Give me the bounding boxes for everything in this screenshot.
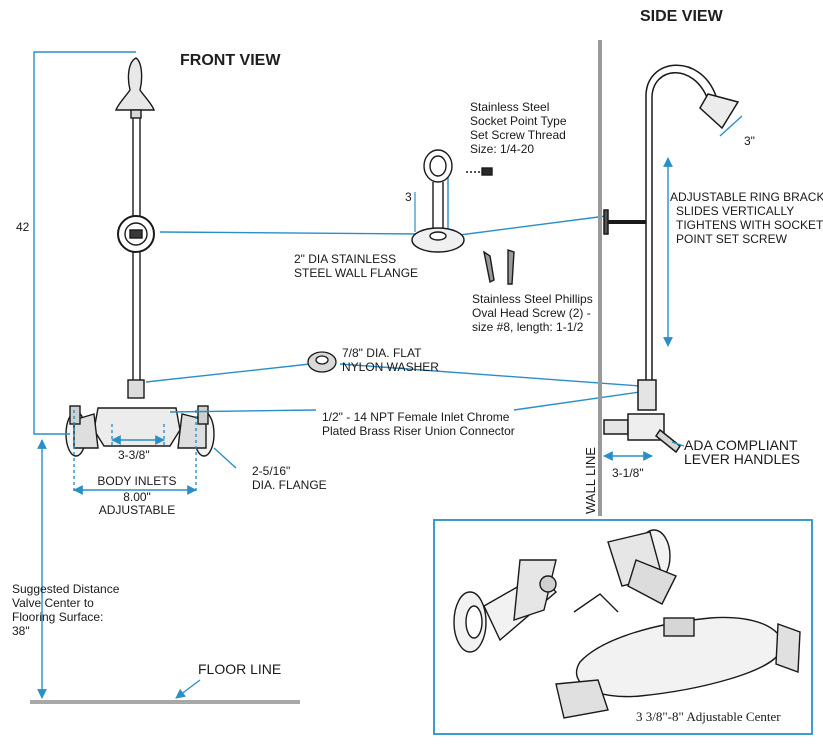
suggested-line-1: Suggested Distance (12, 582, 120, 596)
wall-offset-label: 3-1/8" (612, 466, 644, 480)
ada-line-2: LEVER HANDLES (684, 451, 800, 467)
washer-line-2: NYLON WASHER (342, 360, 439, 374)
ada-handles-callout: ADA COMPLIANT LEVER HANDLES (684, 438, 800, 466)
overall-height-label: 42 (16, 220, 30, 234)
flange-size-line2: DIA. FLANGE (252, 478, 327, 492)
adjustable-label: ADJUSTABLE (98, 503, 176, 517)
front-view-drawing (65, 57, 215, 457)
set-screw-line-3: Set Screw Thread (470, 128, 566, 142)
phillips-screw-icons (482, 249, 515, 285)
ring-bracket-line-3: TIGHTENS WITH SOCKET (676, 218, 823, 232)
union-connector-callout: 1/2" - 14 NPT Female Inlet Chrome Plated… (322, 410, 515, 438)
showerhead-size-label: 3" (744, 134, 755, 148)
suggested-distance-callout: Suggested Distance Valve Center to Floor… (12, 582, 119, 638)
set-screw-callout: Stainless Steel Socket Point Type Set Sc… (470, 100, 567, 156)
ada-line-1: ADA COMPLIANT (684, 437, 798, 453)
suggested-line-3: Flooring Surface: (12, 610, 104, 624)
phillips-line-3: size #8, length: 1-1/2 (472, 320, 584, 334)
callout-lines (145, 176, 641, 413)
phillips-line-1: Stainless Steel Phillips (472, 292, 593, 306)
side-showerhead-icon (699, 93, 740, 130)
set-screw-line-4: Size: 1/4-20 (470, 142, 535, 156)
inset-left-lever-icon (513, 559, 557, 622)
set-screw-line-2: Socket Point Type (470, 114, 567, 128)
side-lever-handle-icon (654, 428, 682, 454)
inset-caption: 3 3/8"-8" Adjustable Center (636, 709, 781, 724)
ring-bracket-callout: ADJUSTABLE RING BRACKET SLIDES VERTICALL… (670, 190, 823, 246)
suggested-line-4: 38" (12, 624, 30, 638)
side-dimensions (603, 115, 743, 461)
wall-flange-line-1: 2" DIA STAINLESS (294, 252, 397, 266)
inset-illustration (453, 529, 801, 719)
front-view-header: FRONT VIEW (180, 52, 281, 69)
ring-bracket-line-2: SLIDES VERTICALLY (676, 204, 795, 218)
suggested-line-2: Valve Center to (12, 596, 94, 610)
union-line-2: Plated Brass Riser Union Connector (322, 424, 515, 438)
side-view-drawing (603, 64, 740, 454)
wall-line-label: WALL LINE (583, 447, 598, 514)
inset-right-lever-icon (627, 559, 677, 605)
ring-bracket-part (411, 149, 493, 253)
nylon-washer-icon (307, 351, 337, 373)
set-screw-icon (481, 167, 493, 176)
union-line-1: 1/2" - 14 NPT Female Inlet Chrome (322, 410, 510, 424)
body-inlets-range-label: 8.00" (123, 490, 151, 504)
wall-flange-line-2: STEEL WALL FLANGE (294, 266, 419, 280)
bracket-standoff-label: 3 (405, 190, 412, 204)
floor-line-label: FLOOR LINE (198, 661, 282, 677)
body-inlets-label: BODY INLETS (97, 474, 177, 488)
phillips-line-2: Oval Head Screw (2) - (472, 306, 591, 320)
flange-size-label: 2-5/16" DIA. FLANGE (252, 464, 327, 492)
phillips-screw-callout: Stainless Steel Phillips Oval Head Screw… (472, 292, 593, 334)
front-showerhead-icon (115, 57, 155, 111)
flange-size-line1: 2-5/16" (252, 464, 291, 478)
ring-bracket-line-4: POINT SET SCREW (676, 232, 787, 246)
set-screw-line-1: Stainless Steel (470, 100, 550, 114)
ring-bracket-line-1: ADJUSTABLE RING BRACKET (670, 190, 823, 204)
inlet-spacing-label: 3-3/8" (118, 448, 150, 462)
washer-callout: 7/8" DIA. FLAT NYLON WASHER (342, 346, 439, 374)
washer-line-1: 7/8" DIA. FLAT (342, 346, 422, 360)
front-dimensions (33, 51, 237, 699)
side-view-header: SIDE VIEW (640, 8, 723, 25)
wall-flange-callout: 2" DIA STAINLESS STEEL WALL FLANGE (294, 252, 418, 280)
